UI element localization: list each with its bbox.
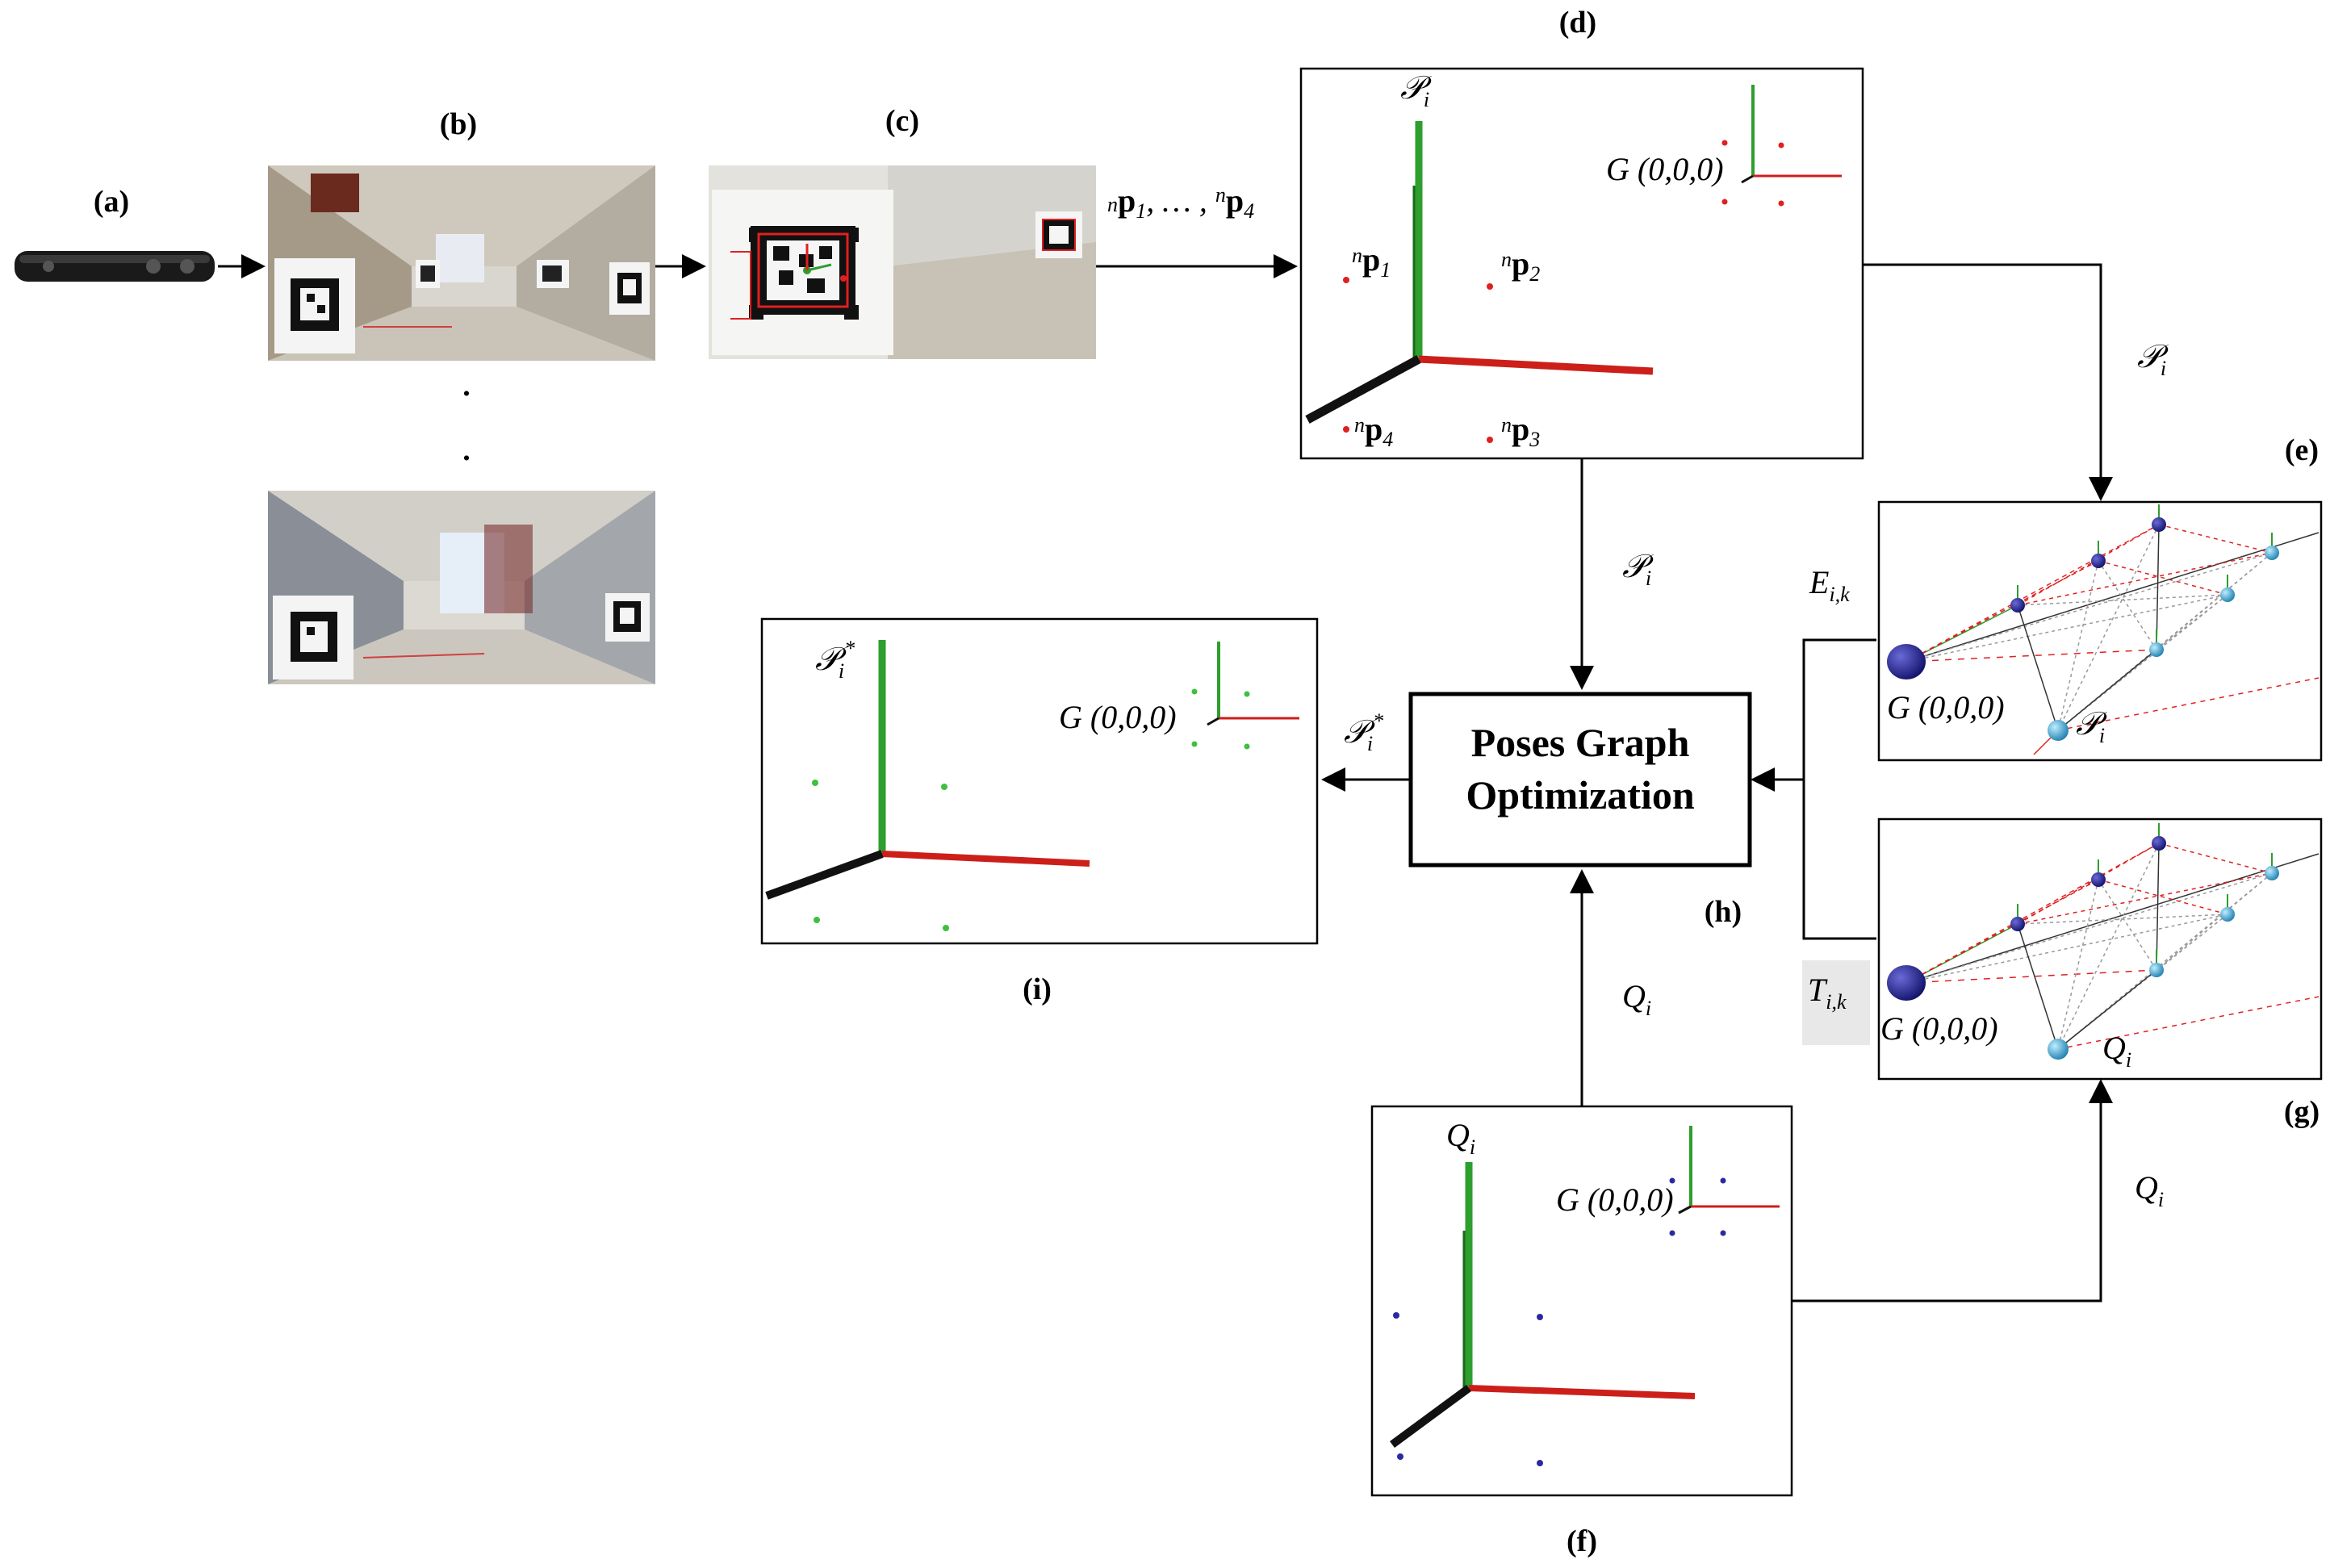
svg-text:np4: np4 [1354, 411, 1393, 451]
global-origin-f: G (0,0,0) [1556, 1126, 1780, 1236]
graph-edges-g [1905, 843, 2320, 1050]
pose-label-d-e: 𝒫i [2137, 338, 2169, 380]
label-d: (d) [1559, 6, 1596, 40]
panel-h-optimizer: Poses Graph Optimization (h) [1408, 692, 1752, 929]
ellipsis-dots: . . [462, 369, 471, 467]
svg-text:G (0,0,0): G (0,0,0) [1556, 1181, 1674, 1218]
svg-text:.: . [462, 369, 471, 403]
panel-e-pose-graph: (e) [1877, 433, 2323, 762]
label-g: (g) [2284, 1095, 2320, 1129]
svg-text:np2: np2 [1501, 245, 1540, 286]
label-e: (e) [2285, 433, 2319, 467]
svg-text:np1, … , np4: np1, … , np4 [1107, 182, 1254, 223]
panel-i-optimized-pose: (i) 𝒫i* G (0,0,0) [760, 617, 1319, 1006]
arrow-f-g [1792, 1079, 2113, 1302]
panel-b-corridor-images: (b) . . [268, 107, 706, 684]
graph-nodes-g [1887, 823, 2279, 1060]
svg-text:np1: np1 [1352, 241, 1391, 282]
edge-label-T: Ti,k [1808, 972, 1847, 1014]
edge-label-T-bg [1802, 960, 1870, 1045]
pose-label-g: Qi [2102, 1030, 2131, 1072]
label-h: (h) [1705, 895, 1742, 929]
label-i: (i) [1023, 972, 1052, 1006]
pose-axes-d [1305, 121, 1654, 424]
panel-g-pose-graph: (g) [1877, 817, 2323, 1129]
pose-label-f: Qi [1446, 1117, 1475, 1159]
panel-d-marker-pose: (d) 𝒫i np1 np2 np3 np4 G (0,0,0) [1299, 6, 1864, 460]
svg-text:.: . [462, 433, 471, 467]
label-b: (b) [440, 107, 477, 141]
corner-points-d: np1 np2 np3 np4 [1343, 241, 1540, 451]
optimizer-title-line2: Optimization [1466, 772, 1695, 817]
corner-points-f [1393, 1312, 1543, 1466]
edge-label-E: Ei,k [1809, 564, 1850, 606]
corner-points-sequence: np1, … , np4 [1107, 182, 1254, 223]
svg-text:G (0,0,0): G (0,0,0) [1059, 699, 1177, 735]
panel-f-q-pose: (f) Qi G (0,0,0) [1370, 1105, 1793, 1558]
svg-text:G (0,0,0): G (0,0,0) [1606, 151, 1724, 187]
optimizer-box [1408, 692, 1752, 868]
pose-axes-f [1390, 1162, 1696, 1449]
label-f: (f) [1567, 1524, 1597, 1558]
global-origin-i: G (0,0,0) [1059, 642, 1299, 750]
corridor-image-top [268, 165, 655, 361]
connector-E [1802, 638, 1876, 939]
connector-T [1751, 767, 1876, 940]
pose-label-f-g: Qi [2135, 1169, 2164, 1211]
pose-label-f-h: Qi [1622, 978, 1651, 1020]
pose-label-d-h: 𝒫i [1622, 548, 1654, 590]
optimizer-title-line1: Poses Graph [1471, 720, 1690, 765]
pose-axes-i [765, 640, 1090, 900]
pose-label-h-i: 𝒫i* [1344, 709, 1383, 755]
panel-a-camera: (a) [15, 185, 266, 282]
origin-label-e: G (0,0,0) [1887, 689, 2005, 725]
arrow-d-e [1863, 263, 2113, 501]
label-a: (a) [94, 185, 129, 219]
graph-edges-e [1905, 524, 2320, 755]
global-origin-d: G (0,0,0) [1606, 85, 1842, 207]
label-c: (c) [885, 104, 919, 138]
svg-text:np3: np3 [1501, 411, 1540, 451]
panel-c-marker-detection: (c) np1, … , np4 [709, 104, 1298, 359]
aruco-marker [730, 226, 859, 320]
origin-label-g: G (0,0,0) [1880, 1010, 1998, 1047]
corner-points-i [812, 780, 949, 931]
depth-camera-icon [15, 251, 215, 282]
graph-nodes-e [1887, 504, 2279, 741]
corridor-image-bottom [268, 491, 655, 684]
